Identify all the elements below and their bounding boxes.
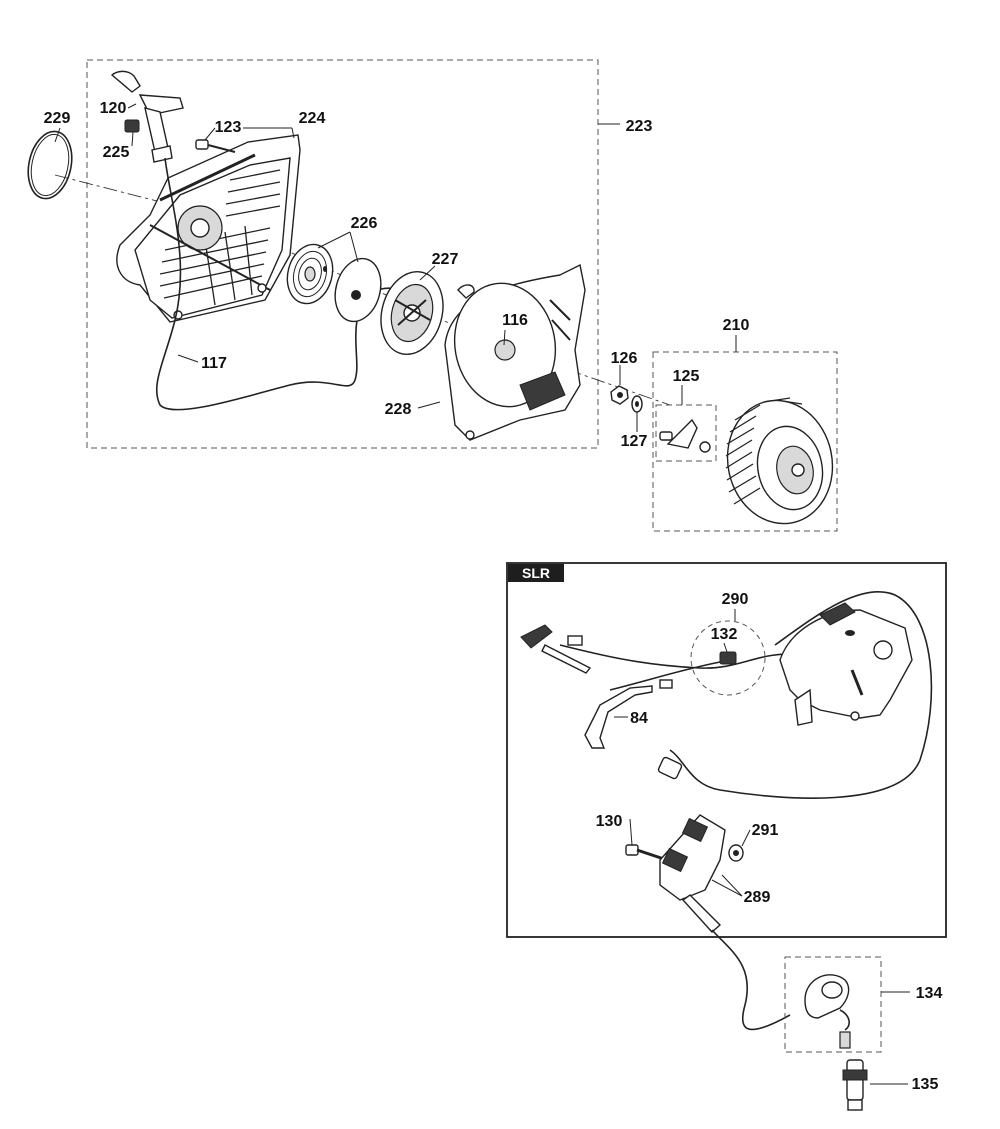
label-229: 229	[44, 110, 71, 127]
label-127: 127	[621, 433, 648, 450]
label-117: 117	[201, 355, 227, 372]
terminal-detail-circle	[690, 620, 766, 696]
coil-spacer[interactable]	[728, 844, 744, 862]
label-120: 120	[100, 100, 127, 117]
label-227: 227	[432, 251, 459, 268]
label-291: 291	[752, 822, 779, 839]
assembly-centerline	[54, 174, 671, 406]
flywheel-nut[interactable]	[610, 385, 629, 405]
flywheel[interactable]	[716, 391, 844, 534]
leader-lines	[54, 103, 910, 1085]
retaining-ring[interactable]	[22, 127, 77, 202]
plug-cap-box	[784, 956, 882, 1053]
label-228: 228	[385, 401, 412, 418]
rope-pulley[interactable]	[372, 265, 452, 362]
screw[interactable]	[195, 139, 236, 153]
label-123: 123	[215, 119, 242, 136]
label-134: 134	[916, 985, 943, 1002]
label-135: 135	[912, 1076, 939, 1093]
label-224: 224	[299, 110, 326, 127]
label-116: 116	[502, 312, 528, 329]
ignition-coil[interactable]	[657, 756, 726, 933]
label-84: 84	[630, 710, 648, 727]
starter-handle[interactable]	[110, 70, 184, 163]
label-130: 130	[596, 813, 623, 830]
label-210: 210	[723, 317, 750, 334]
pawl-box	[655, 404, 717, 462]
label-125: 125	[673, 368, 700, 385]
ground-bracket[interactable]	[584, 685, 653, 749]
starter-housing[interactable]	[116, 134, 301, 323]
fan-housing[interactable]	[444, 263, 586, 441]
starter-pawl[interactable]	[659, 418, 711, 453]
ignition-lead[interactable]	[711, 929, 791, 1031]
spring-cover[interactable]	[328, 253, 387, 326]
label-290: 290	[722, 591, 749, 608]
label-223: 223	[626, 118, 653, 135]
label-132: 132	[711, 626, 738, 643]
rope-hook	[457, 284, 475, 299]
slr-inset-frame	[506, 562, 947, 938]
label-289: 289	[744, 889, 771, 906]
starter-assembly-box	[86, 59, 599, 449]
slr-tag	[508, 564, 564, 582]
cylinder-shroud[interactable]	[779, 602, 913, 726]
coil-screw[interactable]	[625, 844, 668, 862]
label-226: 226	[351, 215, 378, 232]
spark-plug-cap[interactable]	[804, 974, 851, 1049]
slr-tag-label: SLR	[522, 565, 550, 581]
label-126: 126	[611, 350, 638, 367]
spark-plug[interactable]	[842, 1059, 868, 1111]
recoil-spring[interactable]	[281, 239, 339, 308]
flywheel-box	[652, 351, 838, 532]
flywheel-washer[interactable]	[631, 395, 643, 413]
label-225: 225	[103, 144, 130, 161]
